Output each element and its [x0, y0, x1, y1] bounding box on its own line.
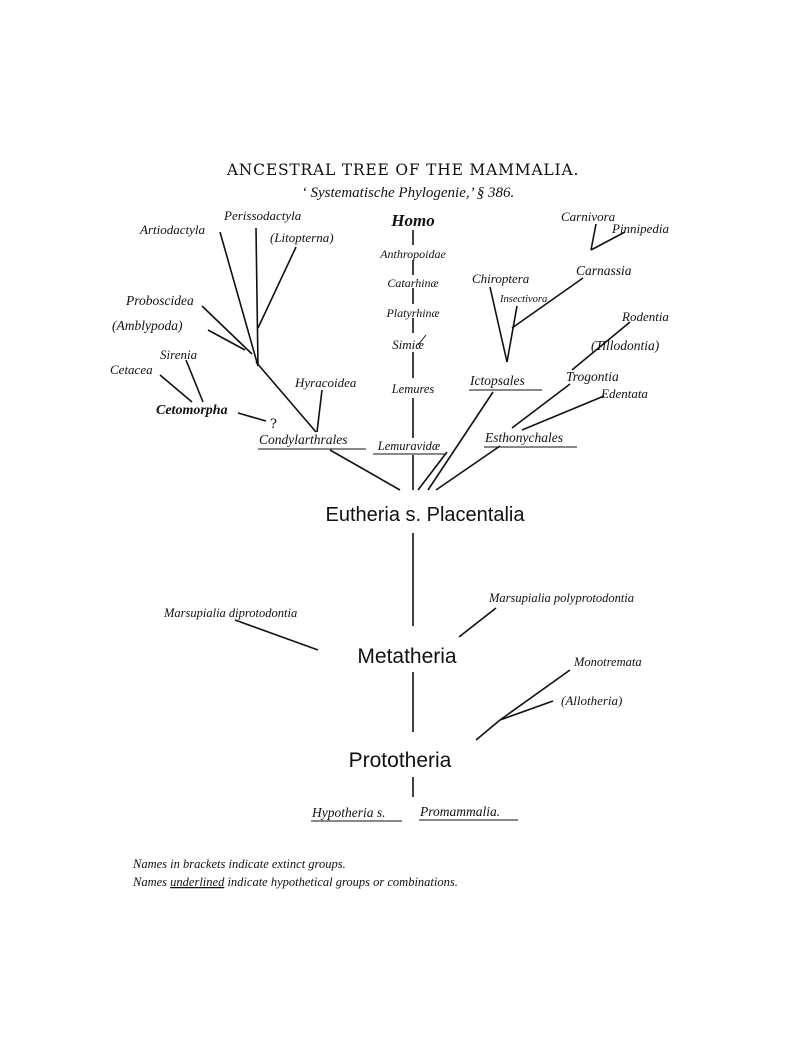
label-homo: Homo — [390, 211, 434, 230]
branch-ictopsales-eutheria — [427, 391, 494, 491]
tree-branches — [159, 223, 631, 797]
label-monotremata: Monotremata — [573, 655, 642, 669]
label-simiae: Simiæ — [392, 337, 424, 352]
legend: Names in brackets indicate extinct group… — [132, 857, 458, 889]
label-marsupialia-diprotodontia: Marsupialia diprotodontia — [163, 606, 297, 620]
branch-pinnipedia — [590, 231, 626, 251]
label-hyracoidea: Hyracoidea — [294, 375, 357, 390]
label-tillodontia: (Tillodontia) — [591, 338, 660, 353]
diagram-title: ANCESTRAL TREE OF THE MAMMALIA. — [226, 161, 579, 179]
label-proboscidea: Proboscidea — [125, 293, 194, 308]
label-catarhinae: Catarhinæ — [387, 276, 438, 290]
label-litopterna: (Litopterna) — [270, 230, 334, 245]
branch-sirenia — [185, 359, 204, 403]
branch-perissodactyla — [255, 227, 259, 367]
branch-monotremata — [499, 669, 571, 721]
label-condylarthrales: Condylarthrales — [259, 432, 348, 447]
label-carnivora: Carnivora — [561, 209, 616, 224]
label-hypotheria: Hypotheria s. — [311, 805, 386, 820]
label-prototheria: Prototheria — [349, 749, 452, 772]
label-marsupialia-polyprotodontia: Marsupialia polyprotodontia — [488, 591, 634, 605]
branch-condylarthrales-eutheria — [329, 449, 401, 491]
legend-line-brackets: Names in brackets indicate extinct group… — [132, 857, 346, 871]
label-query: ? — [270, 417, 277, 432]
branch-litopterna — [257, 246, 297, 329]
label-trogontia: Trogontia — [566, 369, 619, 384]
label-sirenia: Sirenia — [160, 347, 198, 362]
branch-rodentia — [571, 321, 631, 371]
label-promammalia: Promammalia. — [419, 804, 500, 819]
branch-hyracoidea — [316, 389, 323, 433]
branch-marsupialia-diprotodontia — [234, 619, 319, 651]
label-anthropoidae: Anthropoidae — [379, 247, 446, 261]
label-allotheria: (Allotheria) — [561, 693, 622, 708]
tree-labels: Homo Anthropoidae Catarhinæ Platyrhinæ S… — [110, 208, 670, 822]
branch-artiodactyla — [219, 231, 259, 367]
label-chiroptera: Chiroptera — [472, 271, 530, 286]
label-esthonychales: Esthonychales — [484, 430, 563, 445]
diagram-subtitle: ‘ Systematische Phylogenie,’ § 386. — [302, 185, 514, 201]
label-lemuravidae: Lemuravidæ — [377, 439, 441, 453]
label-pinnipedia: Pinnipedia — [611, 221, 670, 236]
label-amblypoda: (Amblypoda) — [112, 318, 183, 333]
label-artiodactyla: Artiodactyla — [139, 222, 205, 237]
branch-amblypoda — [207, 329, 246, 351]
label-platyrhinae: Platyrhinæ — [385, 306, 439, 320]
branch-cetomorpha-query — [237, 412, 267, 422]
branch-carnivora — [590, 223, 597, 251]
branch-carnassia — [511, 277, 584, 329]
branch-cetacea — [159, 374, 193, 403]
branch-monotremes-prototheria — [475, 719, 501, 741]
label-carnassia: Carnassia — [576, 263, 632, 278]
branch-edentata — [521, 395, 605, 431]
branch-trogontia — [511, 383, 571, 429]
label-lemures: Lemures — [391, 382, 435, 396]
branch-marsupialia-polyprotodontia — [458, 607, 497, 638]
branch-ungulates-condylarthrales — [255, 361, 317, 433]
label-cetomorpha: Cetomorpha — [156, 403, 228, 418]
label-perissodactyla: Perissodactyla — [223, 208, 302, 223]
branch-lemuravidae-side — [417, 451, 448, 491]
branch-proboscidea — [201, 305, 253, 355]
branch-esthonychales-eutheria — [435, 445, 501, 491]
label-cetacea: Cetacea — [110, 362, 153, 377]
label-ictopsales: Ictopsales — [469, 373, 525, 388]
branch-simiae-tick — [417, 334, 427, 346]
legend-underlined-word: underlined — [170, 875, 225, 889]
label-rodentia: Rodentia — [621, 309, 669, 324]
label-edentata: Edentata — [600, 386, 648, 401]
label-insectivora: Insectivora — [499, 294, 547, 305]
branch-insectivora — [506, 305, 518, 363]
branch-allotheria — [499, 700, 554, 721]
legend-line-underlined: Names underlined indicate hypothetical g… — [132, 875, 458, 889]
label-eutheria: Eutheria s. Placentalia — [325, 504, 525, 526]
label-metatheria: Metatheria — [357, 645, 457, 668]
branch-chiroptera — [489, 286, 508, 363]
